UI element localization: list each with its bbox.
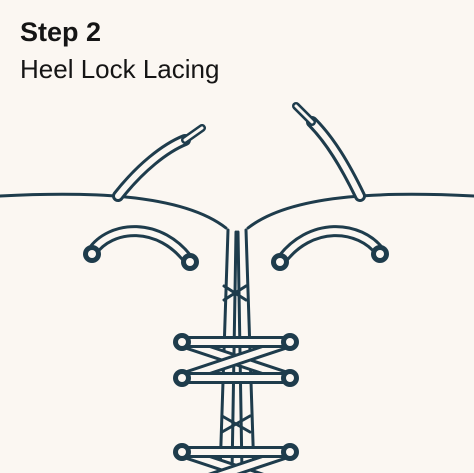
instruction-header: Step 2 Heel Lock Lacing bbox=[20, 16, 219, 84]
left-lace-end bbox=[112, 124, 206, 202]
eyelet-row3-left bbox=[173, 369, 191, 387]
criss-cross-middle bbox=[176, 336, 296, 384]
throat-cross-upper bbox=[222, 284, 248, 302]
eyelet-top-left-inner bbox=[181, 253, 199, 271]
left-heel-lock-loop bbox=[86, 225, 196, 268]
step-title: Step 2 bbox=[20, 17, 102, 47]
eyelet-row4-right bbox=[281, 443, 299, 461]
eyelet-row3-right bbox=[281, 369, 299, 387]
eyelet-top-left-outer bbox=[83, 245, 101, 263]
right-heel-lock-loop bbox=[274, 225, 386, 268]
eyelet-row2-right bbox=[281, 333, 299, 351]
throat-cross-lower bbox=[220, 414, 252, 434]
eyelet-top-right-inner bbox=[271, 253, 289, 271]
shoe-collar-edge bbox=[0, 192, 474, 230]
eyelet-top-right-outer bbox=[371, 245, 389, 263]
criss-cross-bottom bbox=[176, 446, 296, 473]
technique-title: Heel Lock Lacing bbox=[20, 54, 220, 84]
eyelet-row4-left bbox=[173, 443, 191, 461]
right-lace-end bbox=[292, 102, 366, 202]
throat-left-inner bbox=[230, 230, 238, 473]
eyelet-row2-left bbox=[173, 333, 191, 351]
